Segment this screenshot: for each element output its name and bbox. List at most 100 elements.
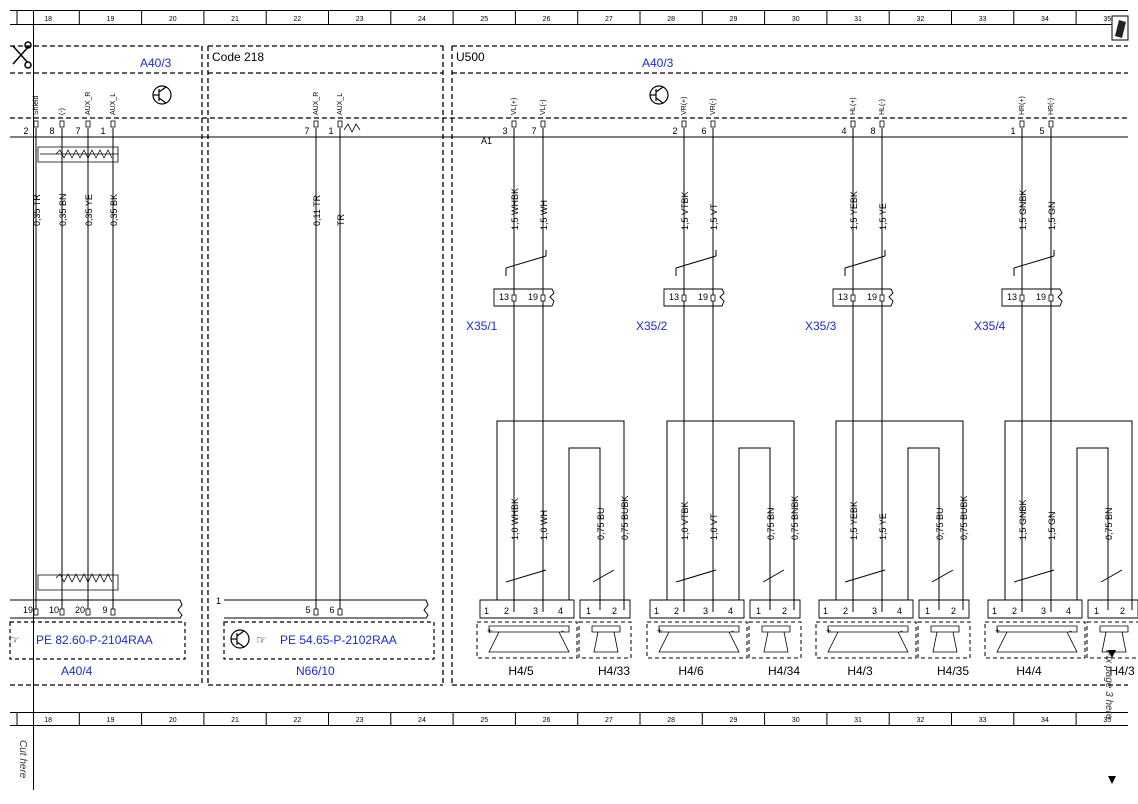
pin-number-label: 19	[23, 605, 33, 615]
pin-name-label: AUX_R	[85, 92, 92, 115]
wire-label: 1,5 GNBK	[1018, 189, 1028, 230]
pin-number-label: 9	[102, 605, 107, 615]
wire-label: 1,0 WH	[539, 510, 549, 540]
pin-marker	[33, 608, 39, 616]
speaker-box	[984, 621, 1086, 659]
wire-label: 1,5 VTBK	[680, 191, 690, 230]
pin-name-label: Shield	[33, 95, 40, 115]
a403b-label: A40/3	[642, 56, 674, 70]
svg-text:☞: ☞	[9, 633, 20, 647]
shield-braid	[37, 146, 119, 163]
twist-marker	[1100, 569, 1123, 583]
scissors-icon	[12, 41, 32, 69]
speaker-label: H4/4	[1016, 664, 1042, 678]
grid-column-label: 24	[418, 16, 426, 23]
tweeter-wire	[568, 447, 601, 610]
wire-label: 1,5 VT	[709, 203, 719, 230]
grid-column-label: 28	[667, 16, 675, 23]
polarity-minus: -	[561, 626, 564, 636]
pin-name-label: HL(-)	[879, 99, 886, 115]
wire-label: 0,35 YE	[84, 194, 94, 226]
grid-column-label: 18	[44, 717, 52, 724]
speaker-box	[646, 621, 748, 659]
pin-marker	[850, 294, 856, 302]
pin-name-label: VR(+)	[681, 97, 688, 115]
speaker-connector	[987, 599, 1083, 619]
arrow-down-icon	[1108, 776, 1116, 784]
grid-column-label: 32	[916, 717, 924, 724]
pin-marker	[511, 294, 517, 302]
connector-label: X35/1	[466, 319, 498, 333]
speaker-icon	[827, 625, 909, 653]
twist-marker	[505, 569, 547, 583]
harness-frames	[10, 45, 1128, 686]
grid-column-label: 30	[792, 16, 800, 23]
wire-label: 1,0 VTBK	[680, 501, 690, 540]
wire-label: 0,75 BN	[766, 507, 776, 540]
grid-column-label: 30	[792, 717, 800, 724]
wire-label: 1,5 YEBK	[849, 501, 859, 540]
pin-number-label: 7	[304, 126, 309, 136]
grid-column-label: 26	[543, 717, 551, 724]
pin-marker	[337, 120, 343, 128]
grid-column-label: 18	[44, 16, 52, 23]
pin-number-label: 2	[504, 606, 509, 616]
pin-number-label: 2	[843, 606, 848, 616]
wire-label: 0,75 BN	[1104, 507, 1114, 540]
tweeter-connector	[918, 599, 970, 619]
tweeter-icon	[761, 625, 791, 653]
pin-number-label: 1	[1010, 126, 1015, 136]
pin-marker	[1019, 294, 1025, 302]
grid-column-label: 33	[979, 16, 987, 23]
tweeter-icon	[591, 625, 621, 653]
shield-braid	[37, 573, 119, 591]
speaker-label: H4/6	[678, 664, 704, 678]
wire-label: 1,5 YE	[878, 203, 888, 230]
grid-ruler-top	[10, 10, 1128, 25]
a1-label: A1	[481, 136, 492, 146]
u500-label: U500	[456, 50, 485, 64]
speaker-connector	[818, 599, 914, 619]
pin-number-label: 1	[925, 606, 930, 616]
speaker-icon	[658, 625, 740, 653]
pin-number-label: 1	[654, 606, 659, 616]
shield-loop	[835, 420, 964, 610]
wire-label: 1,0 VT	[709, 513, 719, 540]
speaker-box	[815, 621, 917, 659]
grid-column-label: 31	[854, 717, 862, 724]
connector-label: X35/3	[805, 319, 837, 333]
wire-label: 0,35 BN	[58, 193, 68, 226]
pin-number-label: 4	[558, 606, 563, 616]
pin-number-label: 13	[838, 292, 848, 302]
pin-name-label: VR(-)	[710, 98, 717, 115]
wire-label: 1,5 YE	[878, 513, 888, 540]
pin-number-label: 2	[612, 606, 617, 616]
n66-label: N66/10	[296, 664, 335, 678]
pin-name-label: AUX_L	[337, 93, 344, 115]
pin-name-label: (-)	[59, 108, 66, 115]
pin-name-label: HL(+)	[850, 97, 857, 115]
grid-column-label: 29	[730, 717, 738, 724]
pin-name-label: VL(+)	[511, 98, 518, 115]
tweeter-box	[578, 621, 632, 659]
stapler-icon	[1111, 15, 1129, 41]
twist-marker	[762, 569, 785, 583]
pin-marker	[540, 120, 546, 128]
pin-number-label: 5	[1039, 126, 1044, 136]
cut-here-text: Cut here	[17, 740, 28, 779]
pin-number-label: 2	[674, 606, 679, 616]
connector-label: X35/4	[974, 319, 1006, 333]
speaker-connector	[649, 599, 745, 619]
pin-number-label: 3	[533, 606, 538, 616]
pin-name-label: HR(+)	[1019, 96, 1026, 115]
wire-label: 0,35 TR	[32, 194, 42, 226]
pin-marker	[59, 608, 65, 616]
pin-marker	[1048, 294, 1054, 302]
pin-number-label: 13	[669, 292, 679, 302]
wire-label: 0,11 TR	[312, 194, 322, 226]
pin-number-label: 1	[484, 606, 489, 616]
tweeter-wire	[907, 447, 940, 610]
